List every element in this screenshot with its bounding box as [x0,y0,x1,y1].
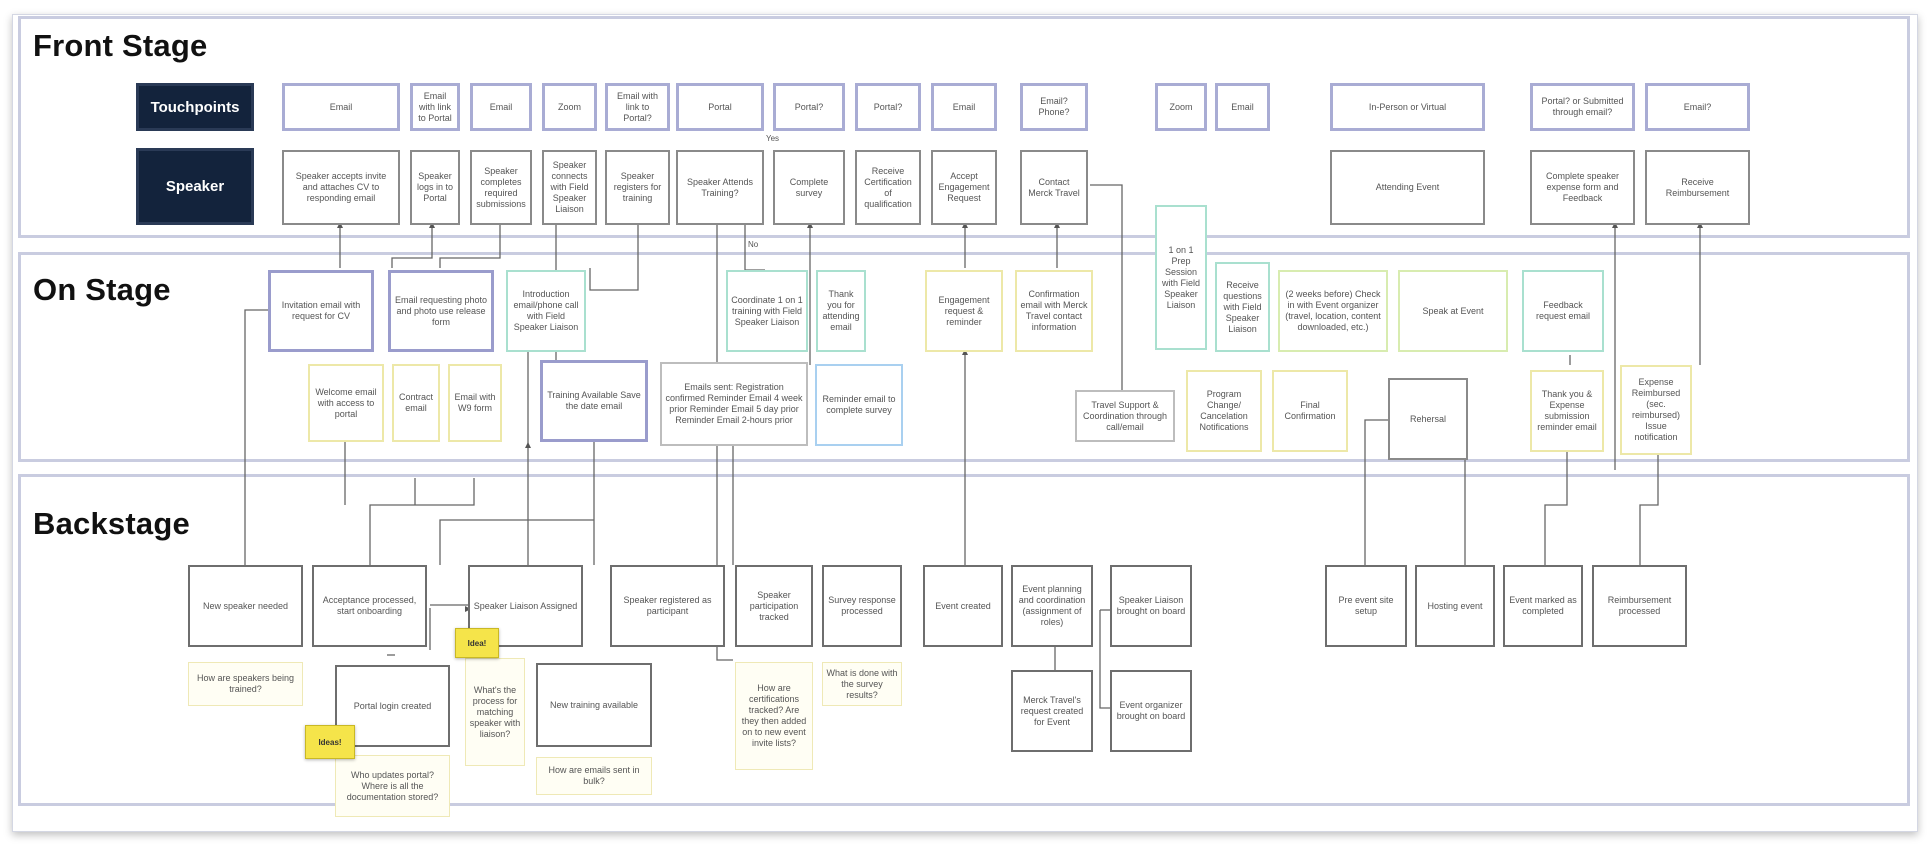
onstage-box: Final Confirmation [1272,370,1348,452]
backstage-box: Reimbursement processed [1592,565,1687,647]
speaker-action-box: Speaker Attends Training? [676,150,764,225]
backstage-box: Pre event site setup [1325,565,1407,647]
onstage-box: Introduction email/phone call with Field… [506,270,586,352]
onstage-box: 1 on 1 Prep Session with Field Speaker L… [1155,205,1207,350]
question-note: Who updates portal? Where is all the doc… [335,755,450,817]
backstage-box: Hosting event [1415,565,1495,647]
speaker-action-box: Speaker registers for training [605,150,670,225]
onstage-box: Contract email [392,364,440,442]
touchpoint-box: Email [931,83,997,131]
onstage-box: Thank you for attending email [816,270,866,352]
backstage-box: Merck Travel's request created for Event [1011,670,1093,752]
touchpoint-box: Email with link to Portal [410,83,460,131]
onstage-box: Invitation email with request for CV [268,270,374,352]
front-stage-title: Front Stage [33,28,208,63]
onstage-box: Feedback request email [1522,270,1604,352]
speaker-action-box: Speaker logs in to Portal [410,150,460,225]
speaker-action-box: Speaker connects with Field Speaker Liai… [542,150,597,225]
onstage-box: Rehersal [1388,378,1468,460]
touchpoint-box: Portal? or Submitted through email? [1530,83,1635,131]
no-label: No [748,240,759,249]
touchpoint-box: In-Person or Virtual [1330,83,1485,131]
backstage-box: Acceptance processed, start onboarding [312,565,427,647]
backstage-box: Survey response processed [822,565,902,647]
backstage-box: Event created [923,565,1003,647]
touchpoints-label: Touchpoints [136,83,254,131]
backstage-box: Speaker registered as participant [610,565,725,647]
question-note: How are certifications tracked? Are they… [735,662,813,770]
onstage-box: Engagement request & reminder [925,270,1003,352]
sticky-note: Idea! [455,628,499,658]
question-note: How are speakers being trained? [188,662,303,706]
onstage-box: Receive questions with Field Speaker Lia… [1215,262,1270,352]
touchpoint-box: Email with link to Portal? [605,83,670,131]
backstage-box: Event marked as completed [1503,565,1583,647]
touchpoint-box: Portal? [855,83,921,131]
onstage-box: Confirmation email with Merck Travel con… [1015,270,1093,352]
speaker-action-box: Complete survey [773,150,845,225]
onstage-box: Travel Support & Coordination through ca… [1075,390,1175,442]
backstage-title: Backstage [33,506,190,541]
onstage-box: Program Change/ Cancelation Notification… [1186,370,1262,452]
onstage-box: Coordinate 1 on 1 training with Field Sp… [726,270,808,352]
touchpoint-box: Zoom [542,83,597,131]
touchpoint-box: Portal [676,83,764,131]
speaker-action-box: Accept Engagement Request [931,150,997,225]
speaker-action-box: Attending Event [1330,150,1485,225]
onstage-box: Emails sent: Registration confirmed Remi… [660,362,808,446]
backstage-box: Event planning and coordination (assignm… [1011,565,1093,647]
speaker-action-box: Speaker accepts invite and attaches CV t… [282,150,400,225]
backstage-box: Speaker Liaison brought on board [1110,565,1192,647]
touchpoint-box: Email? [1645,83,1750,131]
question-note: What's the process for matching speaker … [465,658,525,766]
question-note: How are emails sent in bulk? [536,757,652,795]
onstage-box: Welcome email with access to portal [308,364,384,442]
touchpoint-box: Portal? [773,83,845,131]
speaker-action-box: Contact Merck Travel [1020,150,1088,225]
yes-label: Yes [766,134,780,143]
onstage-box: Training Available Save the date email [540,360,648,442]
touchpoint-box: Email? Phone? [1020,83,1088,131]
onstage-box: Thank you & Expense submission reminder … [1530,370,1604,452]
touchpoint-box: Email [282,83,400,131]
speaker-action-box: Receive Certification of qualification [855,150,921,225]
sticky-note: Ideas! [305,725,355,759]
speaker-label: Speaker [136,148,254,225]
onstage-box: Speak at Event [1398,270,1508,352]
backstage-box: New speaker needed [188,565,303,647]
touchpoint-box: Email [470,83,532,131]
touchpoint-box: Zoom [1155,83,1207,131]
backstage-box: New training available [536,663,652,747]
backstage-box: Event organizer brought on board [1110,670,1192,752]
on-stage-title: On Stage [33,272,171,307]
onstage-box: (2 weeks before) Check in with Event org… [1278,270,1388,352]
onstage-box: Reminder email to complete survey [815,364,903,446]
speaker-action-box: Receive Reimbursement [1645,150,1750,225]
question-note: What is done with the survey results? [822,662,902,706]
onstage-box: Email with W9 form [448,364,502,442]
speaker-action-box: Speaker completes required submissions [470,150,532,225]
speaker-action-box: Complete speaker expense form and Feedba… [1530,150,1635,225]
touchpoint-box: Email [1215,83,1270,131]
backstage-box: Speaker participation tracked [735,565,813,647]
onstage-box: Expense Reimbursed (sec. reimbursed) Iss… [1620,365,1692,455]
onstage-box: Email requesting photo and photo use rel… [388,270,494,352]
